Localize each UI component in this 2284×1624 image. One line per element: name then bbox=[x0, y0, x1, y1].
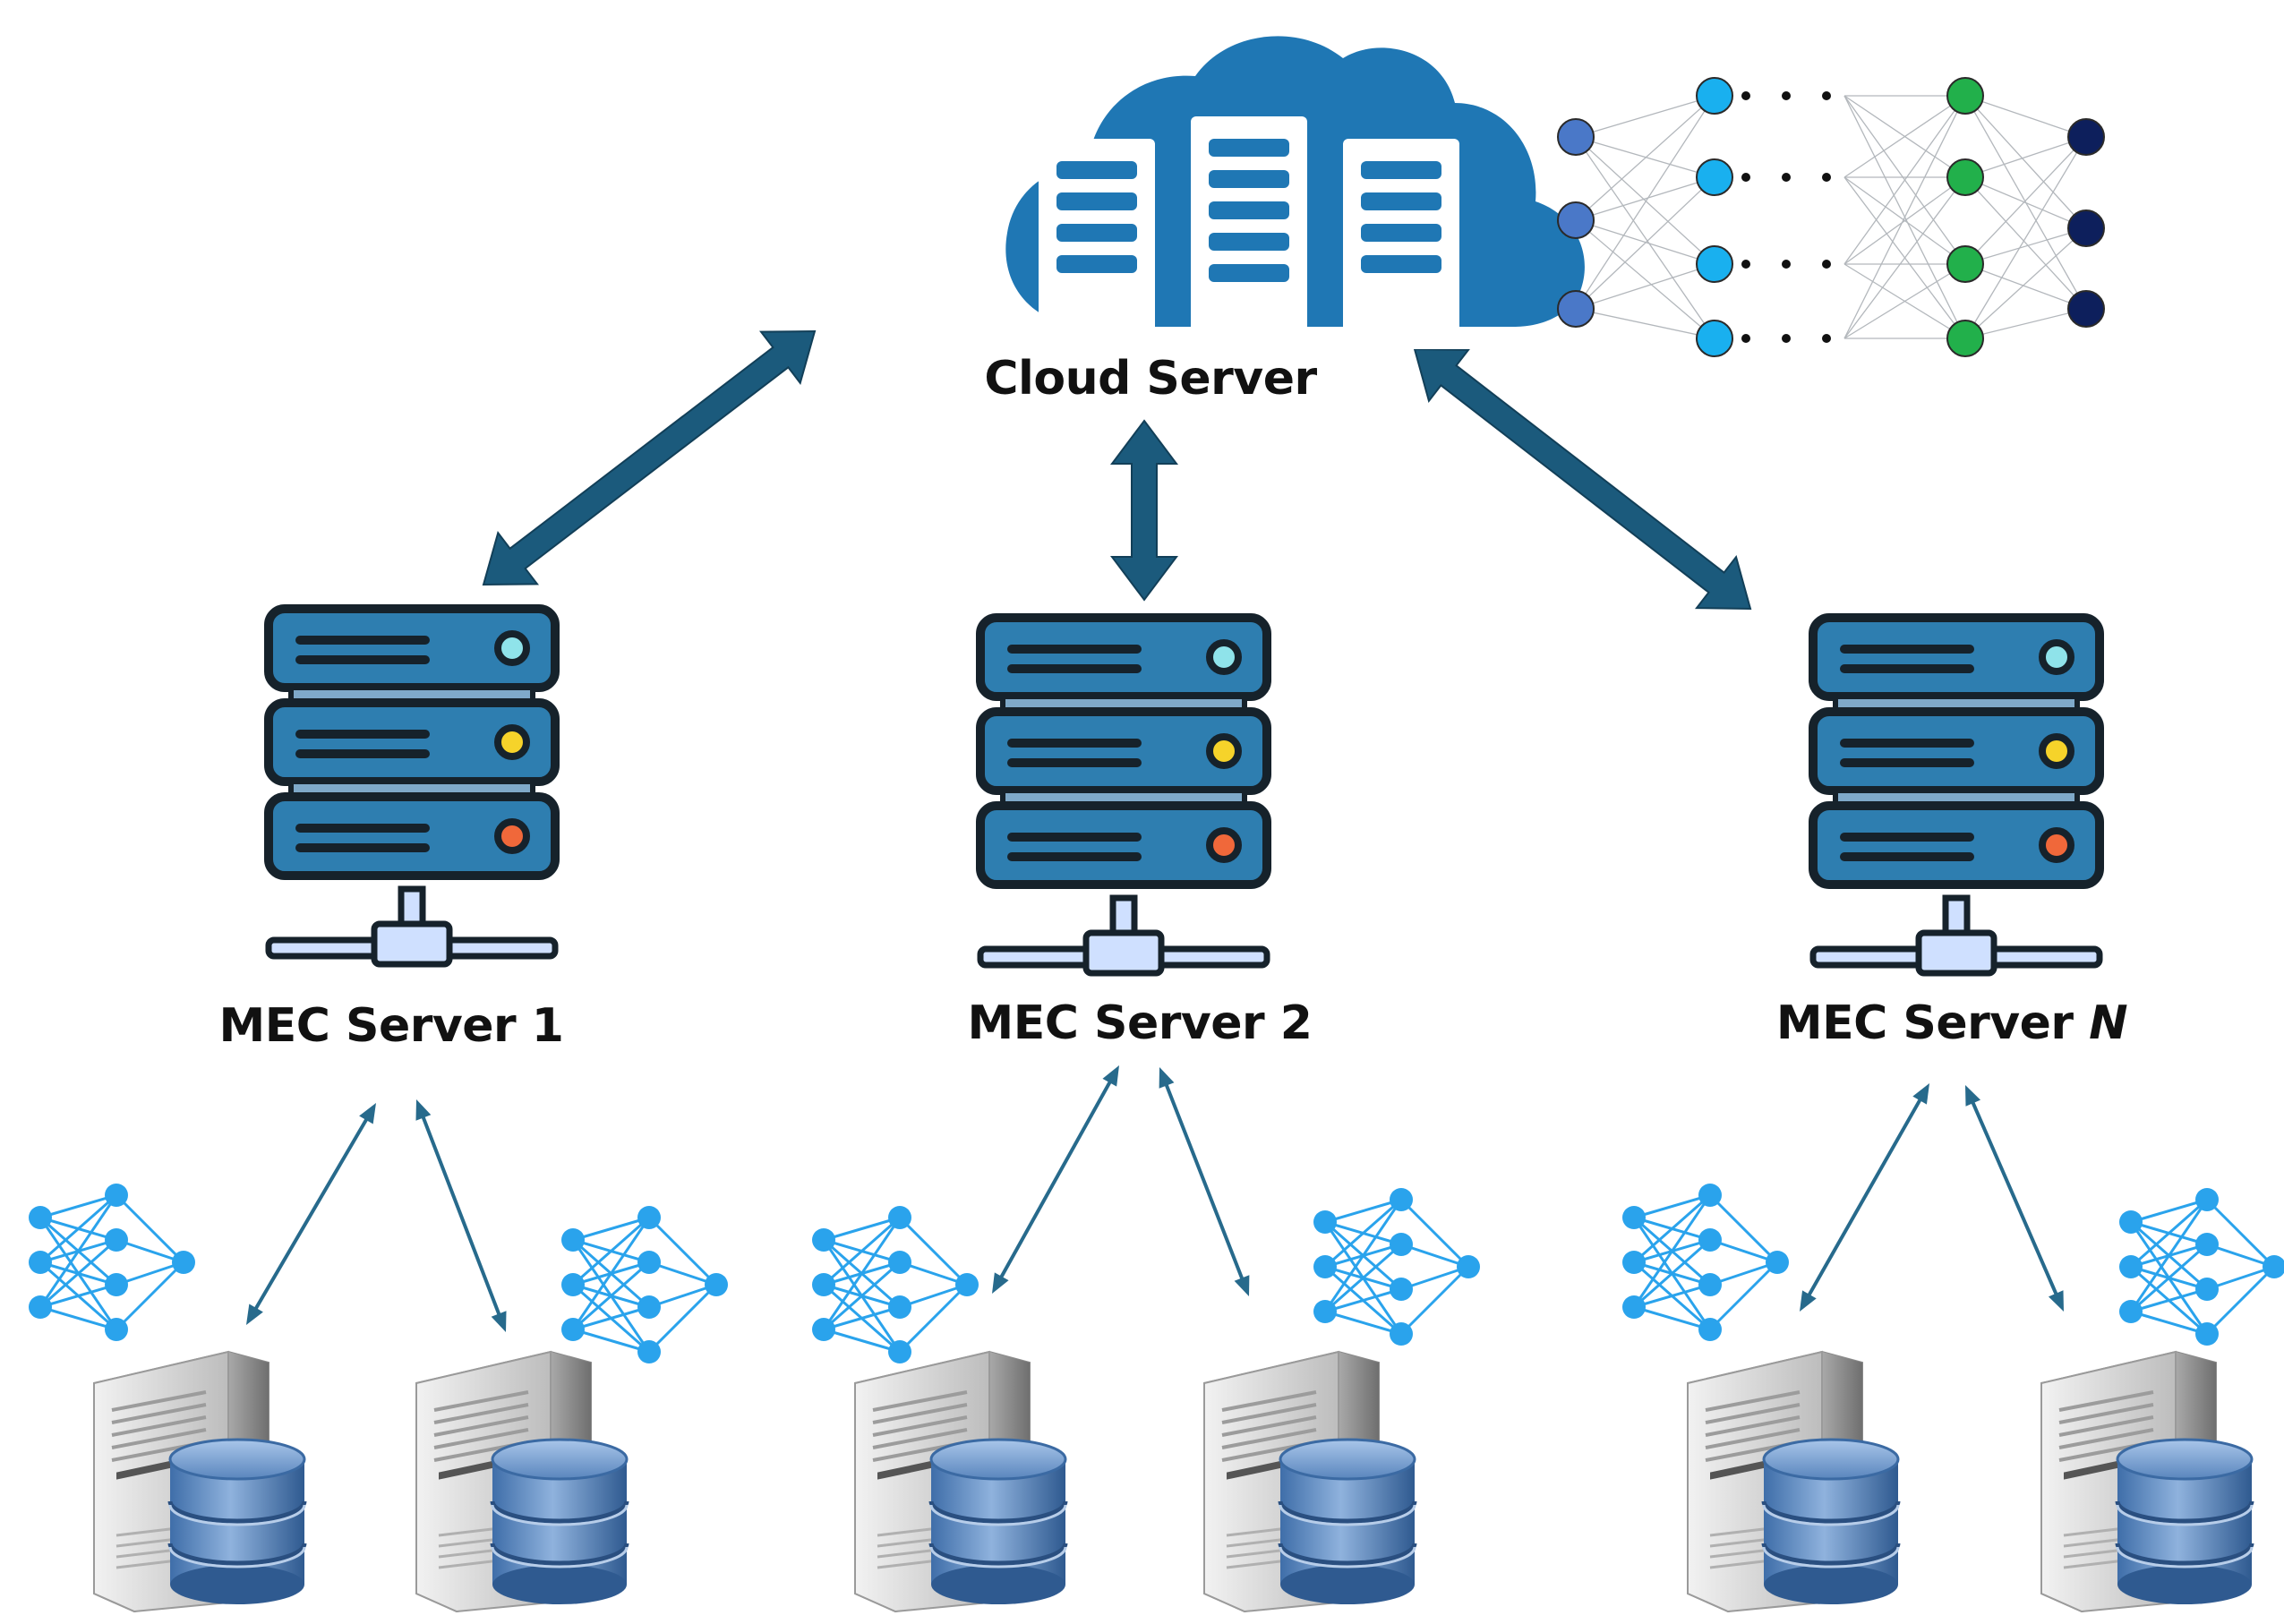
cloud-mec-links bbox=[482, 329, 1752, 611]
client-device-4 bbox=[1203, 1350, 1417, 1613]
arrow-cloud-mec1 bbox=[482, 329, 817, 586]
database-icon bbox=[1761, 1438, 1901, 1604]
database-icon bbox=[928, 1438, 1068, 1604]
client-device-5 bbox=[1687, 1350, 1901, 1613]
client-models bbox=[29, 1184, 2284, 1363]
mec-device-links bbox=[246, 1064, 2065, 1333]
arrow-mec-device-4 bbox=[1159, 1067, 1250, 1296]
client-model-icon-3 bbox=[812, 1206, 979, 1363]
client-model-icon-4 bbox=[1313, 1188, 1480, 1346]
mec-server-1-rack-icon bbox=[264, 604, 560, 968]
arrow-cloud-mec2 bbox=[1110, 419, 1178, 602]
neural-network-icon bbox=[1557, 77, 2105, 357]
mec-server-1-label: MEC Server 1 bbox=[219, 999, 564, 1053]
database-icon bbox=[2115, 1438, 2254, 1604]
arrow-mec-device-5 bbox=[1800, 1082, 1930, 1312]
client-model-icon-2 bbox=[561, 1206, 728, 1363]
database-icon bbox=[1278, 1438, 1417, 1604]
database-icon bbox=[490, 1438, 629, 1604]
arrow-cloud-mecn bbox=[1413, 347, 1752, 611]
client-device-6 bbox=[2040, 1350, 2254, 1613]
cloud-server-icon bbox=[1005, 36, 1585, 349]
mec-server-n-label: MEC Server N bbox=[1776, 996, 2127, 1050]
client-model-icon-1 bbox=[29, 1184, 195, 1341]
client-model-icon-6 bbox=[2119, 1188, 2284, 1346]
database-icon bbox=[167, 1438, 307, 1604]
mec-server-n-rack-icon bbox=[1809, 613, 2104, 977]
client-model-icon-5 bbox=[1622, 1184, 1789, 1341]
client-device-3 bbox=[854, 1350, 1068, 1613]
client-device-1 bbox=[93, 1350, 307, 1613]
arrow-mec-device-2 bbox=[415, 1099, 507, 1333]
mec-server-2-rack-icon bbox=[976, 613, 1271, 977]
mec-servers bbox=[264, 604, 2104, 977]
client-device-2 bbox=[415, 1350, 629, 1613]
arrow-mec-device-6 bbox=[1965, 1085, 2065, 1312]
mec-server-2-label: MEC Server 2 bbox=[968, 996, 1313, 1050]
arrow-mec-device-3 bbox=[992, 1064, 1120, 1294]
arrow-mec-device-1 bbox=[246, 1102, 377, 1325]
client-devices bbox=[93, 1350, 2254, 1613]
cloud-server-label: Cloud Server bbox=[984, 352, 1317, 406]
